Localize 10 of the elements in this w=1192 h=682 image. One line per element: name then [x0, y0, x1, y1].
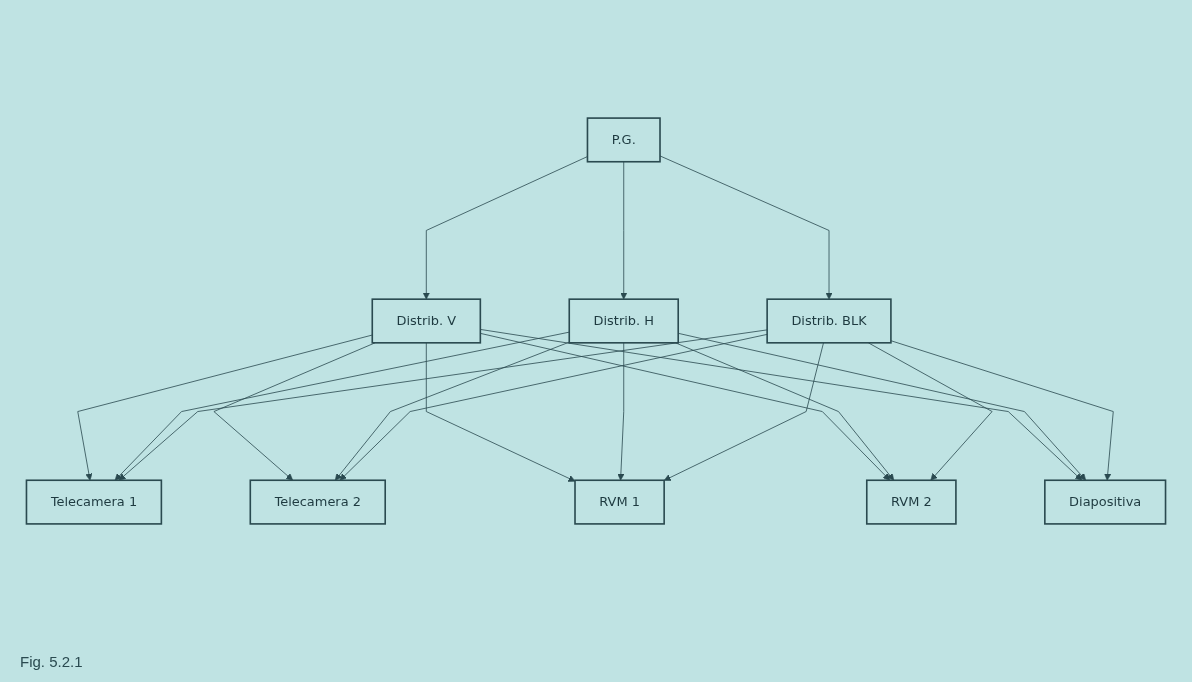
node-box: Distrib. H	[568, 298, 679, 344]
node-box: Diapositiva	[1044, 479, 1167, 525]
node-box: RVM 1	[574, 479, 665, 525]
node-box: RVM 2	[865, 479, 957, 525]
figure-caption: Fig. 5.2.1	[20, 653, 83, 670]
node-box: Distrib. V	[371, 298, 482, 344]
node-box: P.G.	[586, 117, 661, 163]
node-box: Distrib. BLK	[766, 298, 892, 344]
node-box: Telecamera 2	[249, 479, 386, 525]
node-box: Telecamera 1	[25, 479, 163, 525]
